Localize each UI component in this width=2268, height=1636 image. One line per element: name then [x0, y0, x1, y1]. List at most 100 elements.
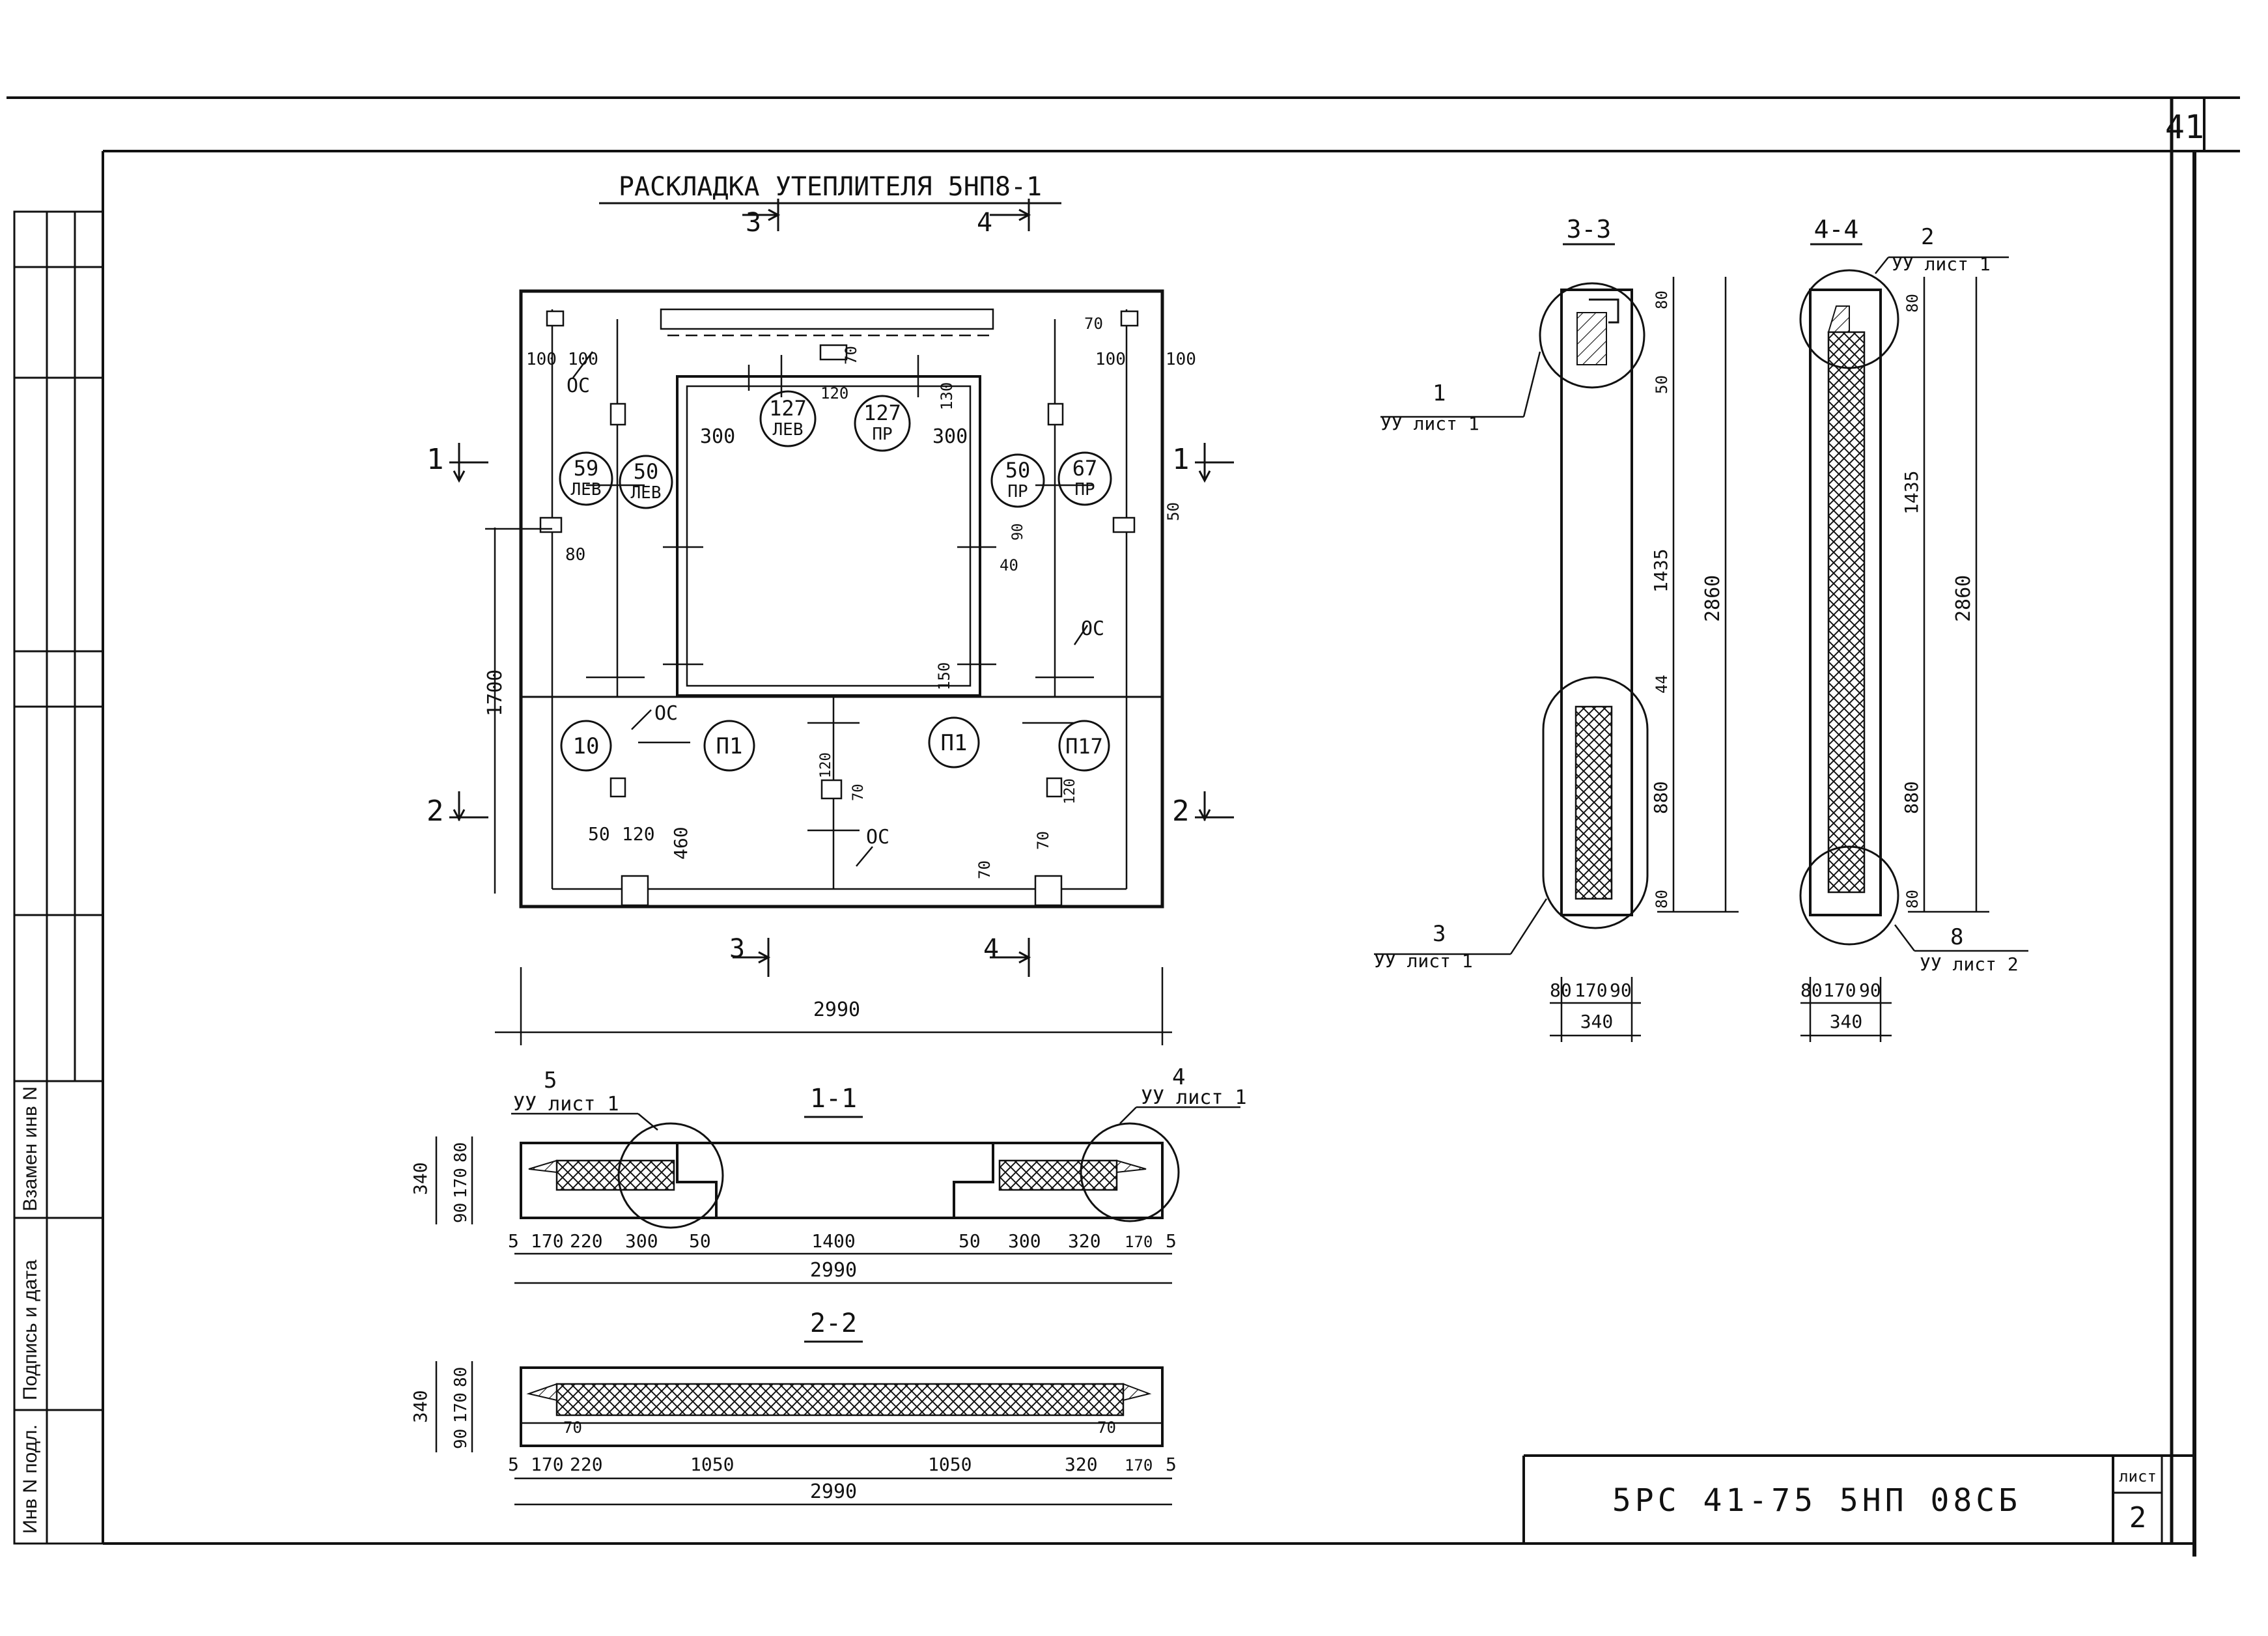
- dim-100b: 100: [568, 350, 598, 369]
- dim-70a: 70: [1084, 315, 1103, 333]
- tag-127l-sub: ЛЕВ: [773, 420, 804, 440]
- oc-label-3: ОС: [1081, 617, 1104, 640]
- sec11-d0: 5: [508, 1230, 519, 1252]
- section-2-2: 2-2 70 70 340 80 170 90 5 170 220 1050 1…: [410, 1308, 1177, 1506]
- oc-label-1: ОС: [567, 374, 590, 397]
- dim-100d: 100: [1166, 350, 1196, 369]
- sec11-title: 1-1: [810, 1084, 857, 1114]
- dim-40: 40: [1000, 556, 1018, 574]
- sec44-callout-bottom-num: 8: [1950, 924, 1963, 950]
- sec33-w80: 80: [1550, 980, 1572, 1001]
- sec33-w90: 90: [1610, 980, 1632, 1001]
- tag-59-sub: ЛЕВ: [571, 480, 602, 500]
- sec22-dim-340: 340: [410, 1390, 431, 1423]
- mark-2-right: 2: [1172, 795, 1190, 828]
- sec22-d4: 1050: [928, 1454, 972, 1475]
- dim-100c: 100: [1095, 350, 1126, 369]
- sec11-dim-170: 170: [451, 1168, 471, 1198]
- sec22-dim-170: 170: [451, 1392, 471, 1423]
- sec11-d1: 170: [531, 1230, 564, 1252]
- tag-127r: 127: [863, 401, 901, 425]
- dim-70e: 70: [975, 860, 994, 879]
- block-tags: 59 ЛЕВ 50 ЛЕВ 127 ЛЕВ 127 ПР 50 ПР 67 ПР…: [559, 390, 1112, 772]
- dim-120d: 120: [622, 823, 655, 845]
- sec33-dim-80a: 80: [1653, 290, 1671, 309]
- dim-50a: 50: [1164, 502, 1183, 521]
- main-dims: 100 100 100 100 70 70 120 130 300 300 80…: [484, 315, 1196, 1021]
- sec11-callout-right-ref: УУ лист 1: [1141, 1086, 1247, 1109]
- sec11-d5: 1400: [811, 1230, 855, 1252]
- sec33-title: 3-3: [1567, 215, 1612, 244]
- sec44-callout-top-num: 2: [1921, 224, 1934, 250]
- stamp-replaces-inv: Взамен инв N: [20, 1086, 41, 1211]
- oc-label-2: ОС: [654, 702, 678, 725]
- panel-outline: [519, 289, 1164, 909]
- tag-p17: П17: [1065, 734, 1103, 759]
- sec22-d5: 320: [1065, 1454, 1098, 1475]
- sec11-dim-90: 90: [451, 1203, 471, 1223]
- mark-4-bottom: 4: [983, 934, 999, 964]
- sec11-d4: 50: [689, 1230, 711, 1252]
- sec11-d10: 5: [1166, 1230, 1177, 1252]
- section-1-1: 1-1 5 УУ лист 1 4 УУ лист 1 340 80 170 9…: [410, 1064, 1247, 1284]
- sec22-d2: 220: [570, 1454, 603, 1475]
- main-view-title: РАСКЛАДКА УТЕПЛИТЕЛЯ 5НП8-1: [619, 172, 1042, 202]
- dim-460: 460: [670, 826, 692, 860]
- sec22-total: 2990: [810, 1480, 857, 1503]
- sec22-title: 2-2: [810, 1308, 857, 1338]
- dim-70b: 70: [842, 346, 860, 365]
- list-label: лист: [2119, 1467, 2157, 1486]
- sec22-dim-70b: 70: [1097, 1418, 1116, 1437]
- sec11-callout-left-num: 5: [544, 1067, 557, 1093]
- tag-50r-sub: ПР: [1007, 482, 1028, 501]
- sec33-dim-880: 880: [1650, 781, 1672, 814]
- section-3-3: 3-3 1 УУ лист 1 3 УУ лист 1 80 50 1435 4…: [1374, 215, 1739, 1042]
- stamp-signature-date: Подпись и дата: [20, 1260, 41, 1400]
- page-number: 41: [2165, 108, 2204, 146]
- mark-1-right: 1: [1172, 443, 1190, 476]
- sec22-d6: 170: [1125, 1456, 1153, 1474]
- sec33-dim-1435: 1435: [1650, 549, 1672, 593]
- stamp-inv-no: Инв N подл.: [20, 1424, 41, 1534]
- sec44-w80: 80: [1800, 980, 1823, 1001]
- sec11-d9: 170: [1125, 1233, 1153, 1251]
- tag-p1-right: П1: [941, 730, 968, 756]
- dim-2990-main: 2990: [813, 998, 860, 1021]
- sec11-callout-left-ref: УУ лист 1: [513, 1093, 619, 1116]
- section-4-4: 4-4 2 УУ лист 1 8 УУ лист 2 80 1435 880 …: [1799, 215, 2028, 1042]
- title-block: [1522, 1454, 2194, 1544]
- sec33-dim-50: 50: [1653, 375, 1671, 394]
- list-number: 2: [2129, 1501, 2147, 1534]
- dim-90: 90: [1010, 524, 1026, 541]
- sec11-dim-340: 340: [410, 1162, 431, 1195]
- sec44-w170: 170: [1823, 980, 1856, 1001]
- dim-300b: 300: [932, 425, 968, 448]
- mark-3-bottom: 3: [729, 934, 745, 964]
- sec22-d7: 5: [1166, 1454, 1177, 1475]
- dim-50b: 50: [588, 823, 610, 845]
- sec44-wtotal: 340: [1830, 1011, 1863, 1032]
- sec33-dim-80b: 80: [1653, 890, 1671, 909]
- mark-3-top: 3: [746, 208, 761, 238]
- dim-130: 130: [938, 382, 956, 410]
- sec22-dim-70a: 70: [563, 1418, 582, 1437]
- sec33-wtotal: 340: [1580, 1011, 1614, 1032]
- sec44-dim-80b: 80: [1903, 890, 1922, 909]
- sec22-d0: 5: [508, 1454, 519, 1475]
- tag-10: 10: [573, 733, 600, 759]
- dim-120b: 120: [818, 752, 834, 778]
- sec22-d1: 170: [531, 1454, 564, 1475]
- sec22-dim-90: 90: [451, 1429, 471, 1449]
- mark-1-left: 1: [427, 443, 444, 476]
- sec44-callout-top-ref: УУ лист 1: [1892, 253, 1991, 275]
- sec11-callout-right-num: 4: [1172, 1064, 1185, 1090]
- drawing-code: 5РС 41-75 5НП 08СБ: [1612, 1482, 2021, 1519]
- sec44-dim-80a: 80: [1903, 294, 1922, 313]
- sec44-callout-bottom-ref: УУ лист 2: [1920, 953, 2019, 975]
- tag-50r: 50: [1005, 458, 1031, 483]
- oc-label-4: ОС: [866, 826, 889, 849]
- sec44-total: 2860: [1952, 575, 1975, 622]
- sec33-callout-bottom-num: 3: [1433, 921, 1446, 947]
- tag-67-sub: ПР: [1074, 480, 1095, 500]
- tag-67: 67: [1072, 456, 1098, 481]
